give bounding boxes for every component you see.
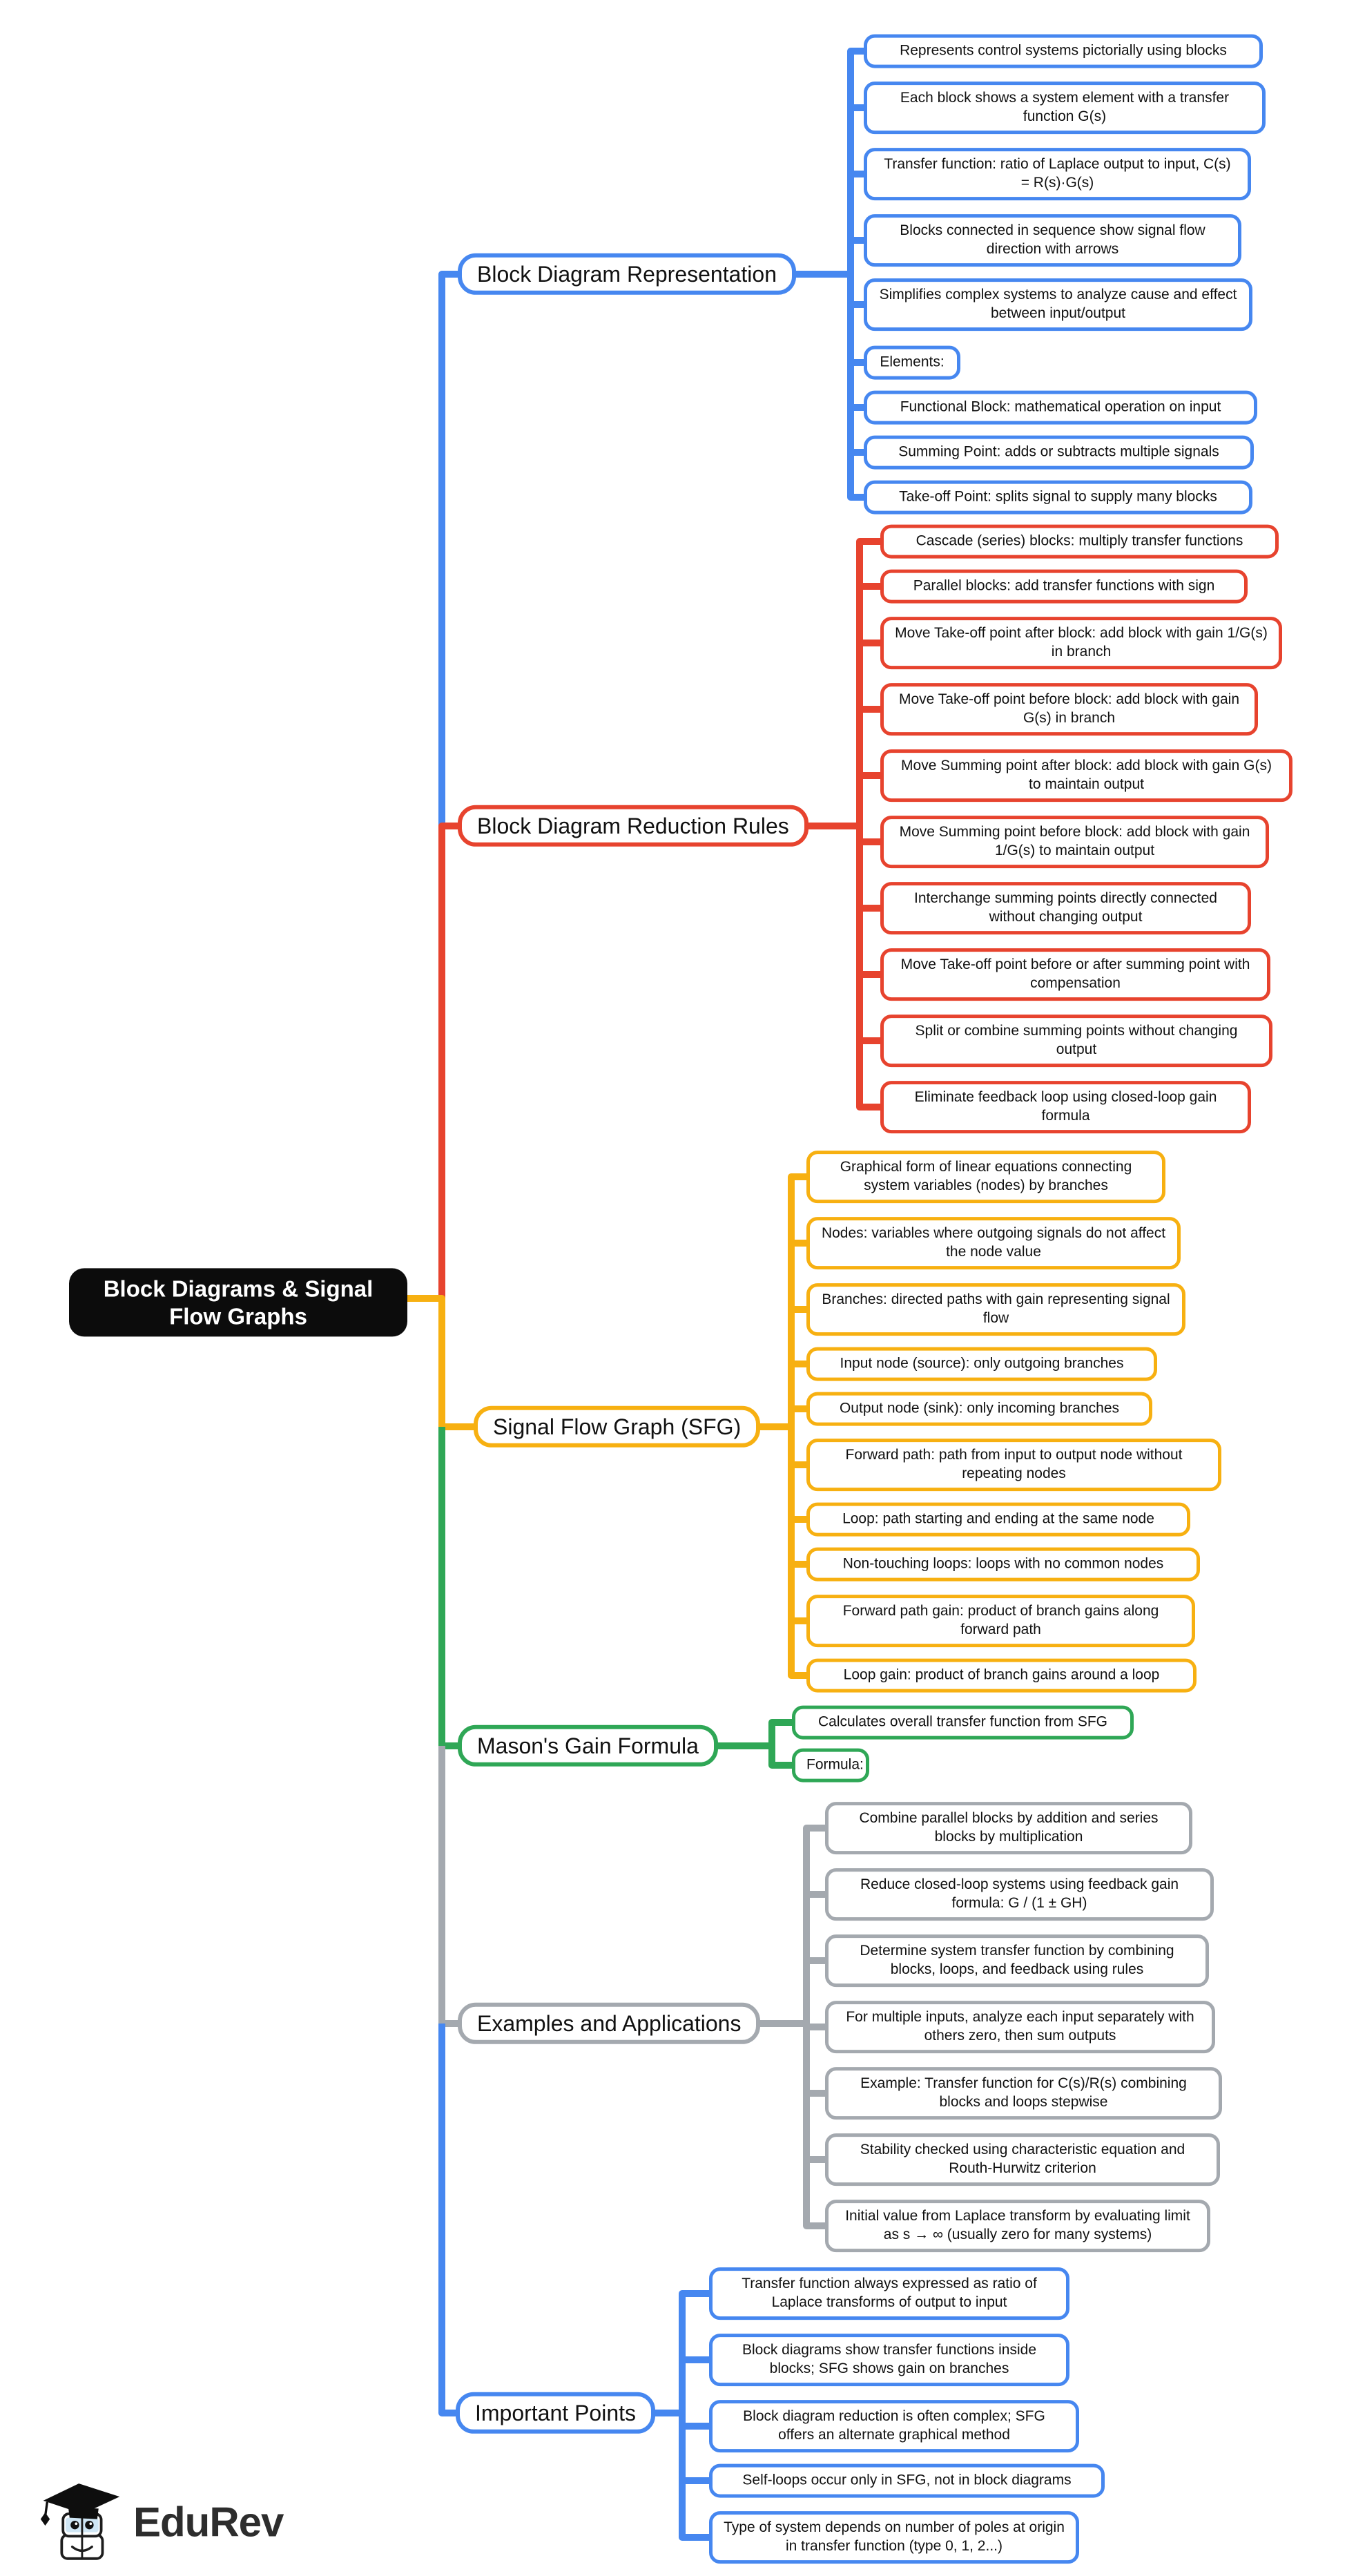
leaf-node: Blocks connected in sequence show signal… <box>864 214 1241 267</box>
leaf-node: Combine parallel blocks by addition and … <box>825 1802 1192 1854</box>
edurev-brand: EduRev <box>38 2474 284 2570</box>
leaf-node: Move Take-off point before block: add bl… <box>880 683 1258 736</box>
leaf-node: Reduce closed-loop systems using feedbac… <box>825 1868 1214 1921</box>
leaf-node: Loop gain: product of branch gains aroun… <box>806 1658 1197 1693</box>
leaf-node: Non-touching loops: loops with no common… <box>806 1547 1200 1582</box>
branch-label-reduction-rules: Block Diagram Reduction Rules <box>458 805 808 847</box>
leaf-node: Represents control systems pictorially u… <box>864 34 1263 68</box>
leaf-node: Stability checked using characteristic e… <box>825 2133 1220 2186</box>
leaf-node: Split or combine summing points without … <box>880 1015 1272 1067</box>
leaf-node: Transfer function: ratio of Laplace outp… <box>864 148 1251 200</box>
branch-connector-reduction-rules <box>438 538 891 1298</box>
leaf-node: Transfer function always expressed as ra… <box>709 2267 1069 2320</box>
edurev-wordmark: EduRev <box>133 2499 284 2546</box>
branch-connector-examples <box>438 1746 837 2229</box>
leaf-node: Summing Point: adds or subtracts multipl… <box>864 435 1254 470</box>
leaf-node: Block diagrams show transfer functions i… <box>709 2334 1069 2386</box>
edurev-logo-icon <box>38 2474 124 2570</box>
leaf-node: Example: Transfer function for C(s)/R(s)… <box>825 2067 1222 2120</box>
leaf-node: Take-off Point: splits signal to supply … <box>864 480 1252 515</box>
branch-connector-sfg <box>407 1173 818 1679</box>
leaf-node: Calculates overall transfer function fro… <box>792 1705 1134 1740</box>
branch-connector-important <box>438 2024 721 2541</box>
branch-label-important: Important Points <box>456 2392 655 2434</box>
leaf-node: Move Take-off point before or after summ… <box>880 948 1270 1001</box>
leaf-node: Functional Block: mathematical operation… <box>864 390 1257 425</box>
leaf-node: Graphical form of linear equations conne… <box>806 1151 1165 1203</box>
branch-label-representation: Block Diagram Representation <box>458 253 796 296</box>
branch-label-sfg: Signal Flow Graph (SFG) <box>474 1405 761 1448</box>
leaf-node: Branches: directed paths with gain repre… <box>806 1283 1185 1336</box>
leaf-node: Elements: <box>864 345 960 380</box>
leaf-node: Determine system transfer function by co… <box>825 1934 1209 1987</box>
leaf-node: Interchange summing points directly conn… <box>880 882 1251 934</box>
branch-label-masons: Mason's Gain Formula <box>458 1724 718 1767</box>
leaf-node: Move Take-off point after block: add blo… <box>880 617 1282 669</box>
branch-connector-representation <box>438 48 877 826</box>
root-node: Block Diagrams & Signal Flow Graphs <box>69 1268 407 1337</box>
leaf-node: Simplifies complex systems to analyze ca… <box>864 278 1252 331</box>
leaf-node: Formula: <box>792 1748 869 1782</box>
leaf-node: Move Summing point before block: add blo… <box>880 816 1269 868</box>
leaf-node: Block diagram reduction is often complex… <box>709 2400 1079 2452</box>
leaf-node: Initial value from Laplace transform by … <box>825 2200 1210 2252</box>
leaf-node: Nodes: variables where outgoing signals … <box>806 1217 1181 1269</box>
leaf-node: Type of system depends on number of pole… <box>709 2511 1079 2564</box>
leaf-node: Eliminate feedback loop using closed-loo… <box>880 1081 1251 1133</box>
branch-label-examples: Examples and Applications <box>458 2002 761 2045</box>
leaf-node: For multiple inputs, analyze each input … <box>825 2001 1215 2053</box>
leaf-node: Move Summing point after block: add bloc… <box>880 749 1292 802</box>
leaf-node: Loop: path starting and ending at the sa… <box>806 1502 1190 1537</box>
leaf-node: Parallel blocks: add transfer functions … <box>880 569 1248 604</box>
leaf-node: Output node (sink): only incoming branch… <box>806 1392 1152 1426</box>
leaf-node: Input node (source): only outgoing branc… <box>806 1347 1157 1381</box>
leaf-node: Forward path: path from input to output … <box>806 1439 1221 1491</box>
leaf-node: Each block shows a system element with a… <box>864 81 1266 134</box>
branch-connector-masons <box>438 1427 804 1769</box>
leaf-node: Cascade (series) blocks: multiply transf… <box>880 524 1279 559</box>
leaf-node: Forward path gain: product of branch gai… <box>806 1595 1195 1647</box>
leaf-node: Self-loops occur only in SFG, not in blo… <box>709 2463 1105 2498</box>
